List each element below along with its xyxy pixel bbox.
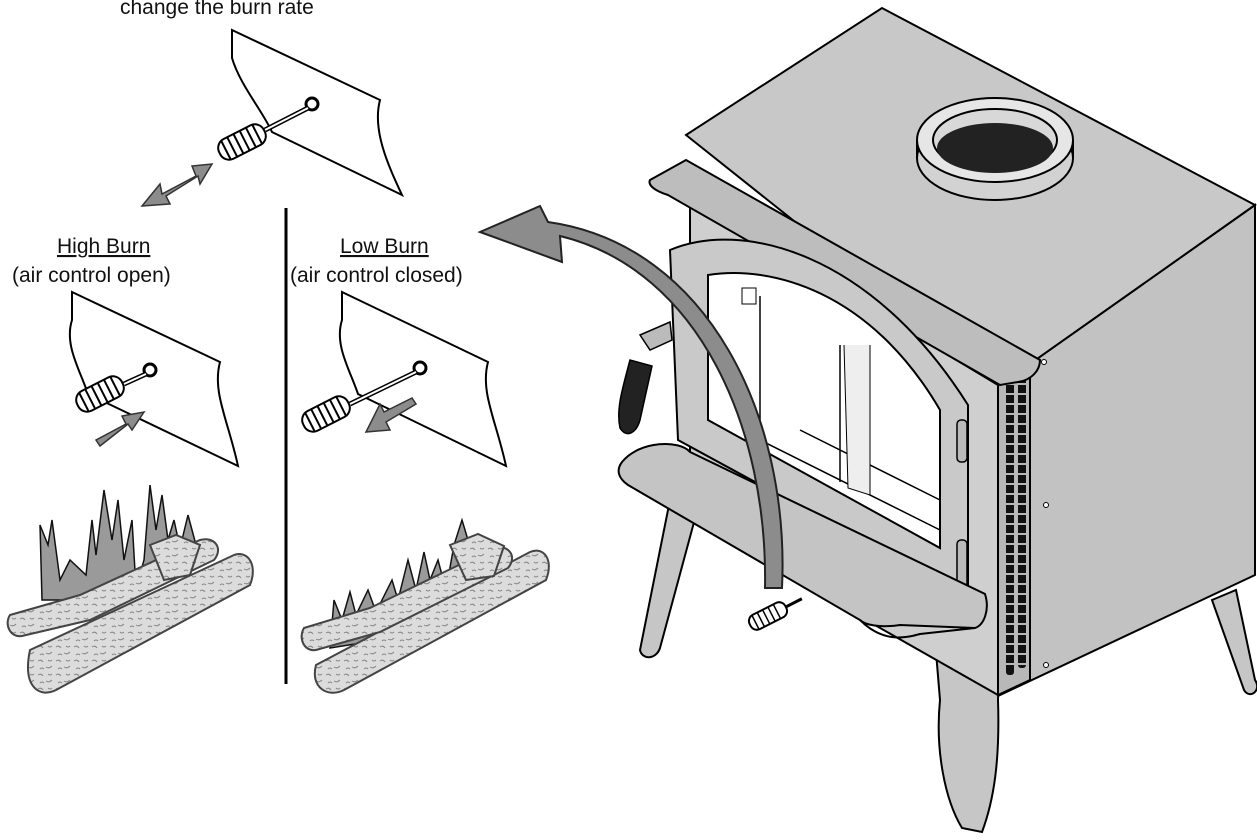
push-arrow-icon (94, 410, 146, 448)
door-handle-icon (617, 320, 673, 435)
air-control-rod-icon (75, 362, 158, 413)
low-burn-title: Low Burn (340, 235, 429, 258)
curved-arrow-icon (477, 204, 784, 589)
double-arrow-icon (140, 163, 214, 207)
flue-collar-icon (916, 97, 1074, 201)
low-burn-subtitle: (air control closed) (290, 264, 463, 287)
top-caption: change the burn rate (120, 0, 314, 19)
low-burn-panel (338, 290, 508, 468)
top-panel (140, 28, 405, 207)
high-burn-panel (68, 290, 240, 468)
high-burn-subtitle: (air control open) (12, 264, 171, 287)
air-control-rod-icon (301, 360, 428, 433)
high-burn-title: High Burn (57, 235, 150, 258)
wood-stove-icon (617, 6, 1257, 834)
logs-icon (6, 533, 254, 694)
high-burn-section: High Burn (air control open) (6, 235, 254, 694)
stove-air-control-rod (747, 597, 803, 631)
air-control-rod-icon (217, 96, 320, 161)
door-hinge-upper (956, 419, 968, 463)
stove-leg-left (638, 488, 702, 659)
stove-leg-right (1210, 588, 1257, 696)
pull-arrow-icon (364, 397, 418, 433)
low-burn-section: Low Burn (air control closed) (290, 235, 550, 694)
stove-ash-lip (617, 443, 988, 630)
logs-icon (300, 532, 550, 694)
stove-door-glass (707, 272, 941, 550)
stove-top-lip (648, 158, 1042, 387)
